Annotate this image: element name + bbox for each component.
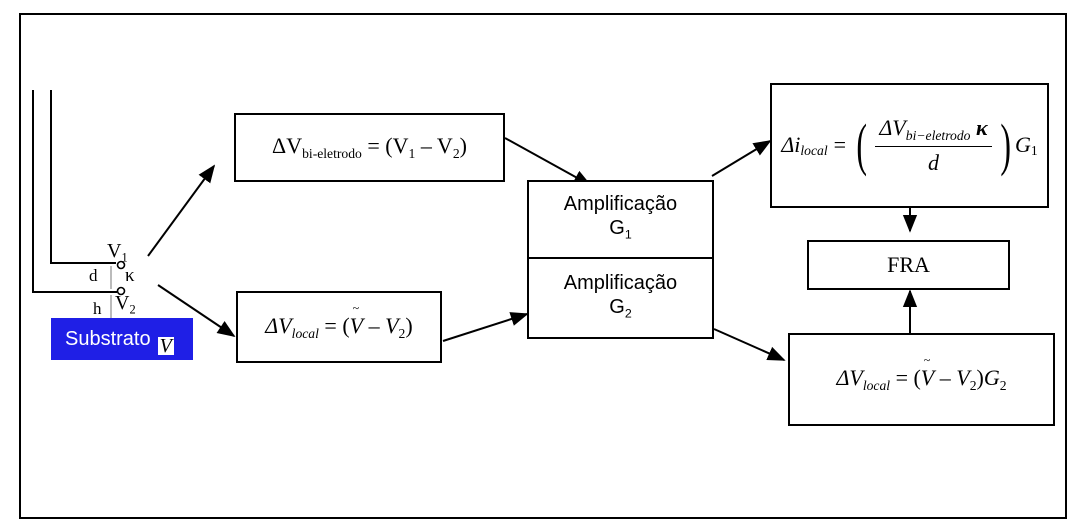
amplifier-2-label: Amplificação bbox=[563, 271, 678, 294]
substrate-block: Substrato V bbox=[51, 318, 193, 360]
h-label: h bbox=[93, 299, 102, 318]
arrow-local-to-amp2 bbox=[442, 312, 529, 342]
local-output-formula: ΔVlocal = (V – V2)G2 bbox=[836, 353, 1006, 394]
local-output-box: ΔVlocal = (V – V2)G2 bbox=[788, 333, 1055, 426]
arrow-amp2-to-local-out bbox=[713, 328, 786, 361]
arrow-amp1-to-current bbox=[711, 140, 772, 177]
amplifier-1-label: Amplificação bbox=[563, 193, 678, 216]
electrode-2-line bbox=[32, 90, 117, 293]
arrow-probe-to-local bbox=[157, 284, 236, 338]
electrode-2-tip bbox=[116, 286, 126, 296]
bi-electrode-box: ΔVbi-eletrodo = (V1 – V2) bbox=[234, 113, 505, 182]
diagram-frame bbox=[19, 13, 1067, 519]
arrow-bi-to-amp1 bbox=[504, 137, 592, 186]
fra-label: FRA bbox=[887, 252, 930, 277]
bi-electrode-formula: ΔVbi-eletrodo = (V1 – V2) bbox=[272, 133, 467, 161]
local-potential-box: ΔVlocal = (V – V2) bbox=[236, 291, 442, 363]
electrode-1-tip bbox=[116, 260, 126, 270]
fra-box: FRA bbox=[807, 240, 1010, 290]
local-potential-formula: ΔVlocal = (V – V2) bbox=[265, 301, 412, 342]
substrate-potential-symbol: V bbox=[157, 335, 174, 357]
substrate-label: Substrato bbox=[65, 327, 151, 350]
d-label: d bbox=[89, 266, 98, 285]
electrode-1-line bbox=[50, 90, 116, 264]
arrow-probe-to-bi-electrode bbox=[147, 164, 216, 257]
amplifier-2-box: Amplificação G2 bbox=[527, 257, 714, 339]
v2-label: V2 bbox=[115, 292, 136, 317]
amplifier-2-gain: G2 bbox=[609, 295, 632, 321]
amplifier-1-gain: G1 bbox=[609, 217, 632, 242]
local-current-fraction: ΔVbi−eletrodo κ d bbox=[875, 115, 992, 177]
kappa-label: κ bbox=[125, 265, 135, 286]
v1-label: V1 bbox=[107, 240, 128, 265]
amplifier-1-box: Amplificação G1 bbox=[527, 180, 714, 259]
